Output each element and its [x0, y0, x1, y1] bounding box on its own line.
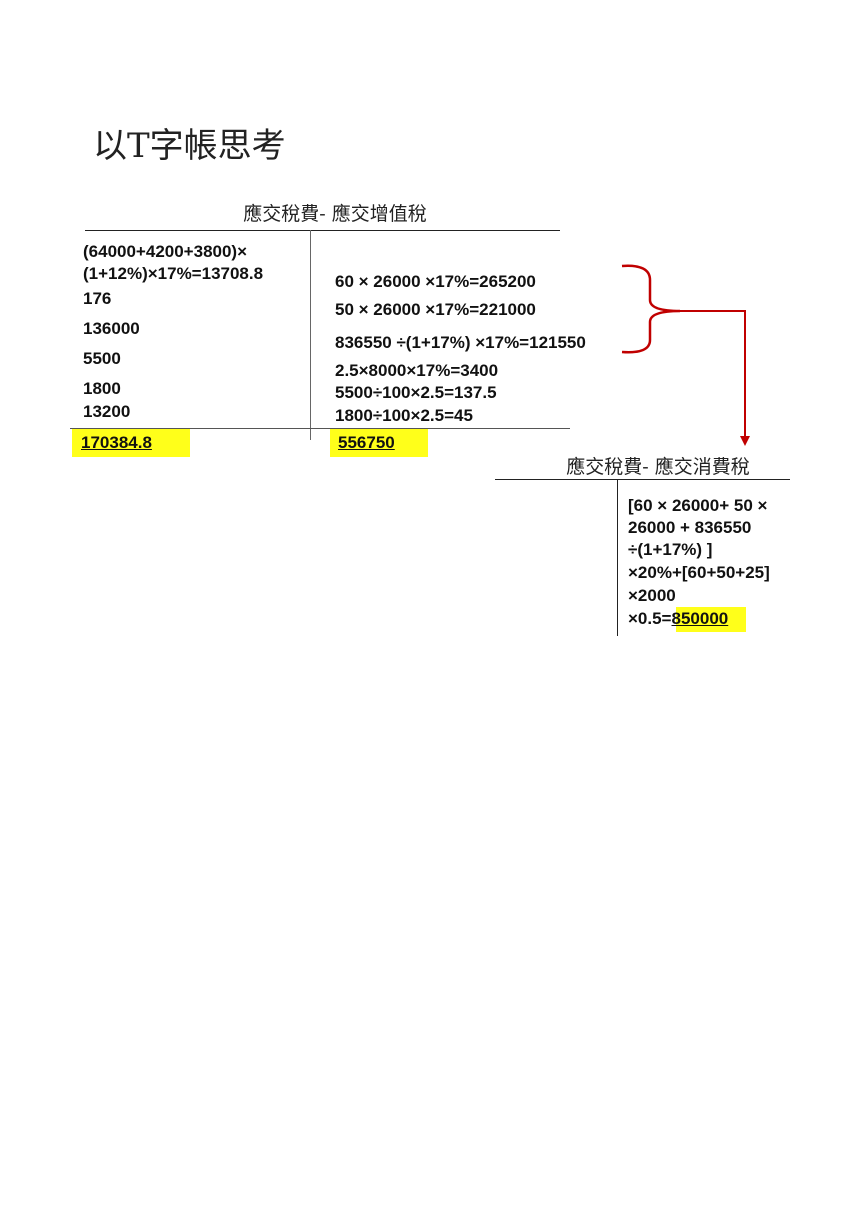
page-title: 以T字帳思考	[93, 126, 286, 166]
t-top-line	[495, 479, 790, 480]
credit-entry: 1800÷100×2.5=45	[335, 406, 473, 425]
t-total-line	[70, 428, 570, 429]
credit-total: 556750	[338, 433, 395, 452]
t-vertical-line	[310, 230, 311, 440]
debit-entry: 136000	[83, 319, 140, 338]
debit-entry: 1800	[83, 379, 121, 398]
credit-entry: ×2000	[628, 586, 676, 605]
credit-entry: 50 × 26000 ×17%=221000	[335, 300, 536, 319]
debit-entry: 5500	[83, 349, 121, 368]
credit-entry: ×0.5=850000	[628, 609, 728, 629]
credit-total: 850000	[671, 609, 729, 628]
highlight	[676, 607, 746, 632]
debit-entry: (1+12%)×17%=13708.8	[83, 264, 264, 283]
consumption-heading: 應交稅費- 應交消費稅	[566, 456, 750, 478]
credit-entry: ÷(1+17%) ]	[628, 540, 713, 559]
credit-entry: [60 × 26000+ 50 ×	[628, 496, 768, 515]
highlight	[330, 429, 428, 457]
credit-entry: 26000 + 836550	[628, 518, 752, 537]
credit-entry: ×20%+[60+50+25]	[628, 563, 770, 582]
vat-heading: 應交稅費- 應交增值稅	[243, 203, 427, 225]
debit-entry: 13200	[83, 402, 131, 421]
formula-tail: ×0.5=	[628, 609, 672, 628]
debit-total: 170384.8	[81, 433, 152, 452]
credit-entry: 836550 ÷(1+17%) ×17%=121550	[335, 333, 586, 352]
t-top-line	[85, 230, 560, 231]
credit-entry: 60 × 26000 ×17%=265200	[335, 272, 536, 291]
debit-entry: 176	[83, 289, 112, 308]
debit-entry: (64000+4200+3800)×	[83, 242, 248, 261]
t-vertical-line	[617, 479, 618, 636]
credit-entry: 5500÷100×2.5=137.5	[335, 383, 497, 402]
credit-entry: 2.5×8000×17%=3400	[335, 361, 499, 380]
highlight	[72, 429, 190, 457]
